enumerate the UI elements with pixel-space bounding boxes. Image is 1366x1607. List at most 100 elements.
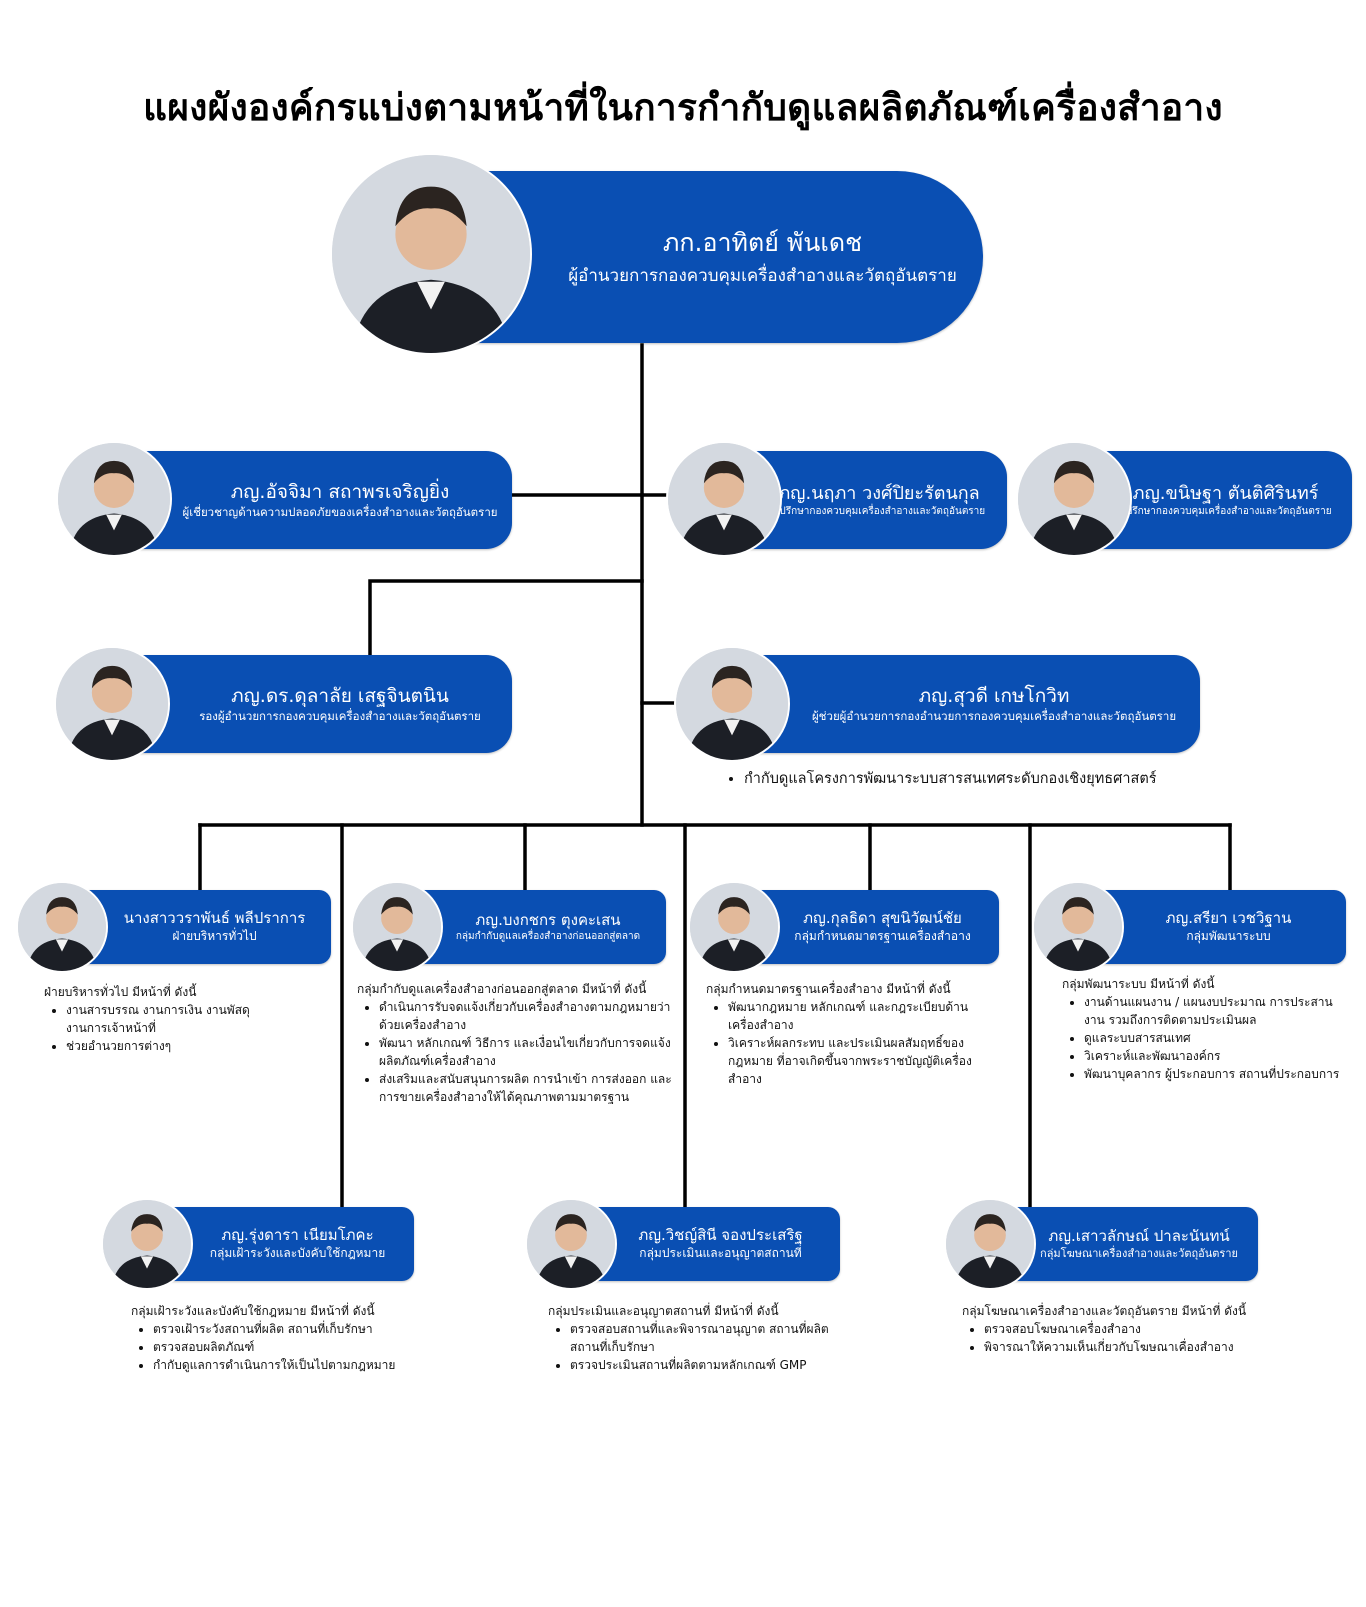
duty-item: ช่วยอำนวยการต่างๆ: [66, 1037, 284, 1055]
page-title: แผงผังองค์กรแบ่งตามหน้าที่ในการกำกับดูแล…: [143, 86, 1223, 129]
expert-name: ภญ.อัจจิมา สถาพรเจริญยิ่ง: [230, 481, 450, 504]
group-premarket-name: ภญ.บงกชกร ตุงคะเสน: [475, 910, 621, 929]
group-licensing-duty-head: กลุ่มประเมินและอนุญาตสถานที่ มีหน้าที่ ด…: [548, 1304, 779, 1318]
connector-deputy: [368, 579, 644, 657]
group-general-admin-name: นางสาววราพันธ์ พลีปราการ: [123, 909, 306, 928]
group-licensing-photo: [527, 1200, 615, 1288]
group-advertising-photo: [946, 1200, 1034, 1288]
director-role: ผู้อำนวยการกองควบคุมเครื่องสำอางและวัตถุ…: [568, 266, 957, 287]
group-surveillance-duties: กลุ่มเฝ้าระวังและบังคับใช้กฎหมาย มีหน้าท…: [131, 1302, 421, 1374]
group-premarket-card: ภญ.บงกชกร ตุงคะเสน กลุ่มกำกับดูแลเครื่อง…: [412, 890, 666, 964]
group-surveillance-photo: [103, 1200, 191, 1288]
group-standards-role: กลุ่มกำหนดมาตรฐานเครื่องสำอาง: [794, 928, 971, 943]
group-licensing-name: ภญ.วิชญ์สินี จองประเสริฐ: [638, 1226, 803, 1245]
group-general-admin-duty-head: ฝ่ายบริหารทั่วไป มีหน้าที่ ดังนี้: [44, 985, 197, 999]
group-standards-photo: [690, 883, 778, 971]
director-name: ภก.อาทิตย์ พันเดช: [662, 227, 863, 257]
duty-item: งานสารบรรณ งานการเงิน งานพัสดุ งานการเจ้…: [66, 1001, 284, 1037]
duty-item: ตรวจประเมินสถานที่ผลิตตามหลักเกณฑ์ GMP: [570, 1356, 848, 1374]
assistant-card: ภญ.สุวดี เกษโกวิท ผู้ช่วยผู้อำนวยการกองอ…: [752, 655, 1200, 753]
duty-item: ตรวจสอบผลิตภัณฑ์: [153, 1338, 421, 1356]
duty-item: พัฒนา หลักเกณฑ์ วิธีการ และเงื่อนไขเกี่ย…: [379, 1034, 683, 1070]
person-photo-icon: [18, 883, 106, 971]
group-general-admin-card: นางสาววราพันธ์ พลีปราการ ฝ่ายบริหารทั่วไ…: [80, 890, 331, 964]
duty-item: พิจารณาให้ความเห็นเกี่ยวกับโฆษณาเคื่องสำ…: [984, 1338, 1292, 1356]
group-system-dev-duty-head: กลุ่มพัฒนาระบบ มีหน้าที่ ดังนี้: [1062, 977, 1215, 991]
assistant-role: ผู้ช่วยผู้อำนวยการกองอำนวยการกองควบคุมเค…: [811, 708, 1177, 723]
duty-item: ดูแลระบบสารสนเทศ: [1084, 1029, 1344, 1047]
group-surveillance-role: กลุ่มเฝ้าระวังและบังคับใช้กฎหมาย: [209, 1245, 386, 1260]
group-advertising-card: ภญ.เสาวลักษณ์ ปาละนันทน์ กลุ่มโฆษณาเครื่…: [1000, 1207, 1258, 1281]
person-photo-icon: [103, 1200, 191, 1288]
group-standards-duty-head: กลุ่มกำหนดมาตรฐานเครื่องสำอาง มีหน้าที่ …: [706, 982, 951, 996]
expert-role: ผู้เชี่ยวชาญด้านความปลอดภัยของเครื่องสำอ…: [182, 504, 498, 519]
person-photo-icon: [56, 648, 168, 760]
person-photo-icon: [1018, 443, 1130, 555]
duty-item: ส่งเสริมและสนับสนุนการผลิต การนำเข้า การ…: [379, 1070, 683, 1106]
group-licensing-role: กลุ่มประเมินและอนุญาตสถานที่: [639, 1245, 802, 1260]
group-standards-name: ภญ.กุลธิดา สุขนิวัฒน์ชัย: [803, 909, 962, 928]
group-general-admin-photo: [18, 883, 106, 971]
person-photo-icon: [353, 883, 441, 971]
duty-item: ตรวจสอบโฆษณาเครื่องสำอาง: [984, 1320, 1292, 1338]
person-photo-icon: [527, 1200, 615, 1288]
expert-card: ภญ.อัจจิมา สถาพรเจริญยิ่ง ผู้เชี่ยวชาญด้…: [140, 451, 512, 549]
group-system-dev-card: ภญ.สรียา เวชวิฐาน กลุ่มพัฒนาระบบ: [1093, 890, 1346, 964]
duty-item: วิเคราะห์ผลกระทบ และประเมินผลสัมฤทธิ์ของ…: [728, 1034, 988, 1088]
person-photo-icon: [1034, 883, 1122, 971]
expert-photo: [58, 443, 170, 555]
person-photo-icon: [668, 443, 780, 555]
director-photo: [332, 155, 530, 353]
group-advertising-role: กลุ่มโฆษณาเครื่องสำอางและวัตถุอันตราย: [1040, 1246, 1238, 1260]
assistant-duties: กำกับดูแลโครงการพัฒนาระบบสารสนเทศระดับกอ…: [726, 767, 1157, 790]
group-premarket-role: กลุ่มกำกับดูแลเครื่องสำอางก่อนออกสู่ตลาด: [455, 931, 641, 943]
duty-item: กำกับดูแลการดำเนินการให้เป็นไปตามกฎหมาย: [153, 1356, 421, 1374]
group-system-dev-name: ภญ.สรียา เวชวิฐาน: [1165, 909, 1292, 928]
group-standards-duties: กลุ่มกำหนดมาตรฐานเครื่องสำอาง มีหน้าที่ …: [706, 980, 988, 1088]
group-licensing-card: ภญ.วิชญ์สินี จองประเสริฐ กลุ่มประเมินและ…: [583, 1207, 840, 1281]
group-surveillance-name: ภญ.รุ่งดารา เนียมโภคะ: [221, 1226, 374, 1245]
advisor-1-role: ที่ปรึกษากองควบคุมเครื่องสำอางและวัตถุอั…: [772, 506, 986, 518]
group-general-admin-duties: ฝ่ายบริหารทั่วไป มีหน้าที่ ดังนี้ งานสาร…: [44, 983, 284, 1055]
group-system-dev-photo: [1034, 883, 1122, 971]
assistant-name: ภญ.สุวดี เกษโกวิท: [918, 685, 1070, 708]
duty-item: วิเคราะห์และพัฒนาองค์กร: [1084, 1047, 1344, 1065]
duty-item: พัฒนากฎหมาย หลักเกณฑ์ และกฎระเบียบด้านเค…: [728, 998, 988, 1034]
group-standards-card: ภญ.กุลธิดา สุขนิวัฒน์ชัย กลุ่มกำหนดมาตรฐ…: [748, 890, 999, 964]
advisor-2-role: ที่ปรึกษากองควบคุมเครื่องสำอางและวัตถุอั…: [1119, 506, 1332, 518]
deputy-role: รองผู้อำนวยการกองควบคุมเครื่องสำอางและวั…: [199, 708, 481, 723]
deputy-photo: [56, 648, 168, 760]
group-advertising-duties: กลุ่มโฆษณาเครื่องสำอางและวัตถุอันตราย มี…: [962, 1302, 1292, 1356]
person-photo-icon: [690, 883, 778, 971]
advisor-1-photo: [668, 443, 780, 555]
deputy-card: ภญ.ดร.ดุลาลัย เสฐจินตนิน รองผู้อำนวยการก…: [140, 655, 512, 753]
group-system-dev-role: กลุ่มพัฒนาระบบ: [1186, 928, 1271, 943]
assistant-duty-item: กำกับดูแลโครงการพัฒนาระบบสารสนเทศระดับกอ…: [744, 767, 1157, 790]
advisor-1-name: ภญ.นฤภา วงศ์ปิยะรัตนกุล: [778, 482, 980, 504]
group-surveillance-duty-head: กลุ่มเฝ้าระวังและบังคับใช้กฎหมาย มีหน้าท…: [131, 1304, 375, 1318]
group-surveillance-card: ภญ.รุ่งดารา เนียมโภคะ กลุ่มเฝ้าระวังและบ…: [163, 1207, 414, 1281]
duty-item: พัฒนาบุคลากร ผู้ประกอบการ สถานที่ประกอบก…: [1084, 1065, 1344, 1083]
duty-item: ตรวจสอบสถานที่และพิจารณาอนุญาต สถานที่ผล…: [570, 1320, 848, 1356]
group-system-dev-duties: กลุ่มพัฒนาระบบ มีหน้าที่ ดังนี้ งานด้านแ…: [1062, 975, 1344, 1083]
group-premarket-duties: กลุ่มกำกับดูแลเครื่องสำอางก่อนออกสู่ตลาด…: [357, 980, 683, 1106]
group-advertising-duty-head: กลุ่มโฆษณาเครื่องสำอางและวัตถุอันตราย มี…: [962, 1304, 1247, 1318]
duty-item: ตรวจเฝ้าระวังสถานที่ผลิต สถานที่เก็บรักษ…: [153, 1320, 421, 1338]
deputy-name: ภญ.ดร.ดุลาลัย เสฐจินตนิน: [231, 685, 449, 708]
group-premarket-duty-head: กลุ่มกำกับดูแลเครื่องสำอางก่อนออกสู่ตลาด…: [357, 982, 647, 996]
person-photo-icon: [946, 1200, 1034, 1288]
advisor-2-photo: [1018, 443, 1130, 555]
group-advertising-name: ภญ.เสาวลักษณ์ ปาละนันทน์: [1048, 1227, 1230, 1246]
director-card: ภก.อาทิตย์ พันเดช ผู้อำนวยการกองควบคุมเค…: [452, 171, 983, 343]
group-general-admin-role: ฝ่ายบริหารทั่วไป: [172, 928, 257, 943]
group-premarket-photo: [353, 883, 441, 971]
person-photo-icon: [58, 443, 170, 555]
duty-item: ดำเนินการรับจดแจ้งเกี่ยวกับเครื่องสำอางต…: [379, 998, 683, 1034]
group-licensing-duties: กลุ่มประเมินและอนุญาตสถานที่ มีหน้าที่ ด…: [548, 1302, 848, 1374]
duty-item: งานด้านแผนงาน / แผนงบประมาณ การประสานงาน…: [1084, 993, 1344, 1029]
advisor-2-name: ภญ.ขนิษฐา ตันติศิรินทร์: [1132, 482, 1319, 504]
person-photo-icon: [332, 155, 530, 353]
advisor-card-1: ภญ.นฤภา วงศ์ปิยะรัตนกุล ที่ปรึกษากองควบค…: [735, 451, 1007, 549]
person-photo-icon: [676, 648, 788, 760]
